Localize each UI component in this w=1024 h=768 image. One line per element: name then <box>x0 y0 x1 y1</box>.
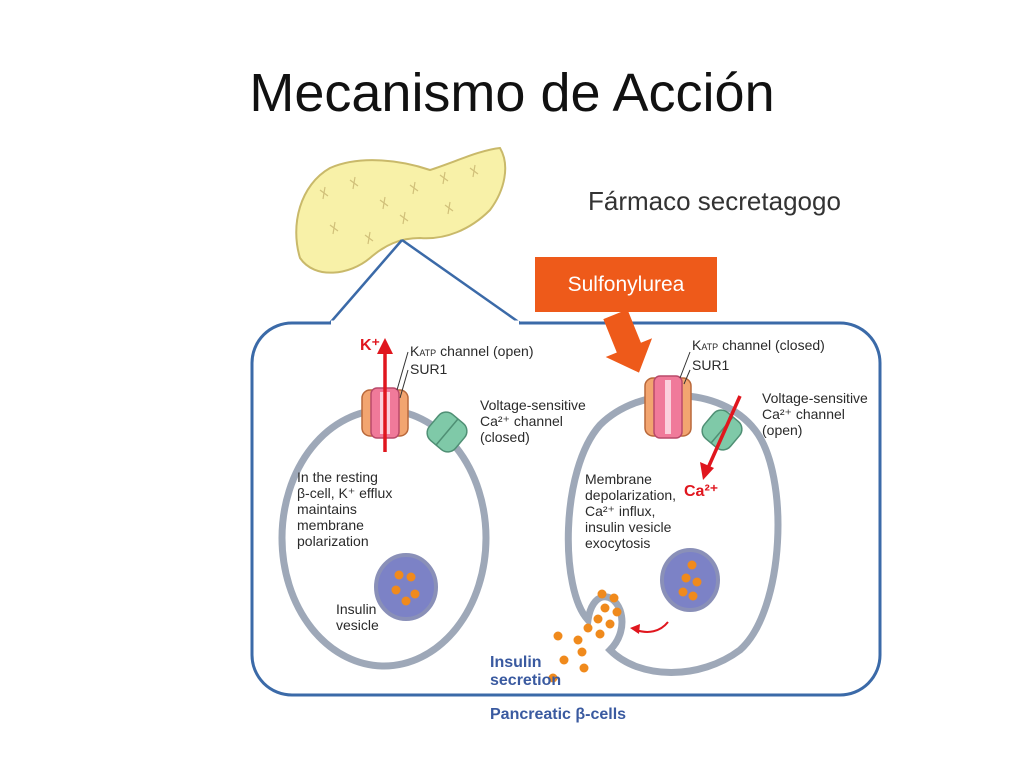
right-vesicle-insulin-dots <box>678 560 702 601</box>
right-ca-channel-label: Voltage-sensitive Ca²⁺ channel (open) <box>762 390 872 438</box>
left-ca-channel-closed <box>426 411 468 453</box>
left-katp-label: KATP channel (open) <box>410 343 533 359</box>
ca-influx-arrow <box>706 395 742 469</box>
pancreas-illustration <box>295 146 507 274</box>
sulfonylurea-box: Sulfonylurea <box>535 257 717 312</box>
left-sur1-label: SUR1 <box>410 361 448 377</box>
right-beta-cell <box>564 392 782 676</box>
vesicle-movement-arrowhead <box>630 624 640 634</box>
pancreatic-beta-cells-label: Pancreatic β-cells <box>490 706 626 723</box>
right-sur1-pointer <box>683 369 691 385</box>
right-katp-pointer <box>679 351 691 379</box>
sulfonylurea-arrow <box>603 309 653 373</box>
right-cell-description: Membrane depolarization, Ca²⁺ influx, in… <box>585 471 680 551</box>
secreted-insulin-dots <box>548 589 622 683</box>
zoom-connector <box>329 238 521 325</box>
right-katp-label: KATP channel (closed) <box>692 337 825 353</box>
left-ca-channel-label: Voltage-sensitive Ca²⁺ channel (closed) <box>480 397 590 445</box>
insulin-vesicle-label: Insulin vesicle <box>336 601 380 633</box>
insulin-secretion-label: Insulin secretion <box>490 654 561 689</box>
left-sur1-pointer <box>399 369 409 399</box>
pancreas-texture <box>319 164 479 245</box>
k-efflux-arrowhead <box>377 338 393 354</box>
right-sur1-label: SUR1 <box>692 357 730 373</box>
slide-title: Mecanismo de Acción <box>249 63 775 123</box>
ca-influx-arrowhead <box>700 462 714 480</box>
right-katp-channel-closed <box>644 375 692 439</box>
left-katp-pointer <box>396 351 409 391</box>
left-cell-description: In the resting β-cell, K⁺ efflux maintai… <box>297 469 396 549</box>
left-insulin-vesicle <box>374 553 438 621</box>
ca-ion-label: Ca²⁺ <box>684 483 718 500</box>
k-ion-label: K⁺ <box>360 337 380 354</box>
left-vesicle-insulin-dots <box>391 570 420 606</box>
drug-class-subtitle: Fármaco secretagogo <box>588 186 841 216</box>
